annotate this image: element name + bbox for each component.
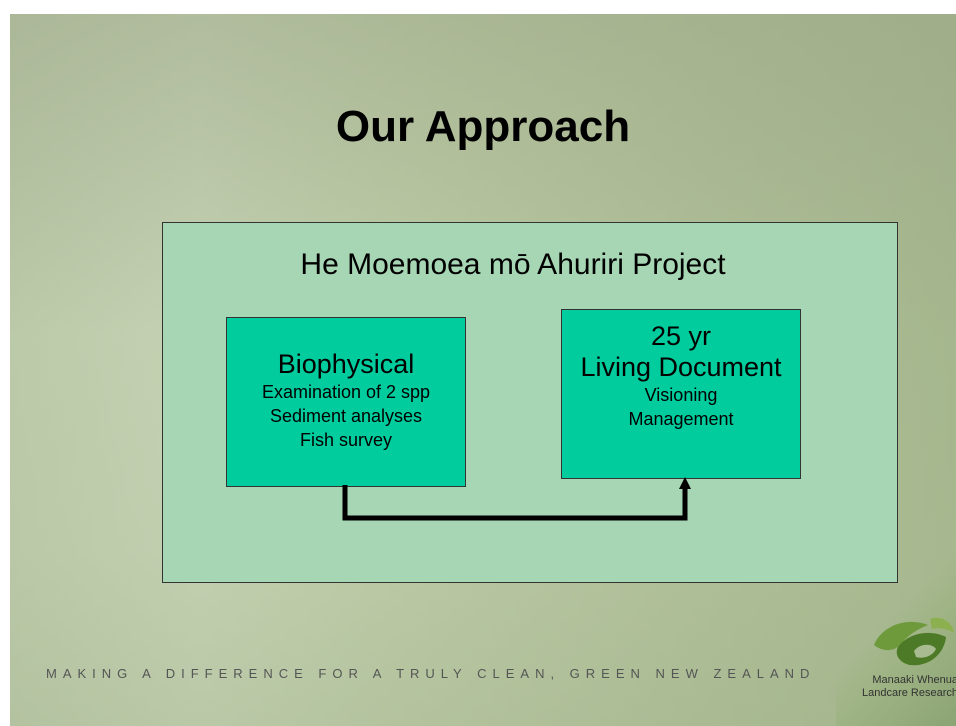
- project-title: He Moemoea mō Ahuriri Project: [300, 248, 726, 281]
- living-document-item: Visioning: [644, 385, 718, 405]
- living-document-heading-line1: 25 yr: [650, 321, 712, 351]
- project-box: He Moemoea mō Ahuriri Project Biophysica…: [162, 222, 898, 583]
- manaaki-whenua-logo-icon: [874, 617, 954, 666]
- living-document-heading-line2: Living Document: [580, 352, 782, 382]
- slide-title: Our Approach: [335, 102, 631, 151]
- logo-name-line2: Landcare Research: [861, 687, 956, 699]
- biophysical-item: Fish survey: [299, 430, 393, 450]
- biophysical-item: Examination of 2 spp: [261, 382, 431, 402]
- logo-name-line1: Manaaki Whenua: [872, 674, 956, 686]
- tagline: MAKING A DIFFERENCE FOR A TRULY CLEAN, G…: [46, 666, 816, 681]
- slide: Our Approach He Moemoea mō Ahuriri Proje…: [10, 14, 956, 726]
- living-document-box: 25 yr Living Document Visioning Manageme…: [561, 309, 801, 479]
- biophysical-heading: Biophysical: [277, 349, 415, 379]
- living-document-item: Management: [628, 409, 734, 429]
- logo-text: Manaaki Whenua Landcare Research: [848, 674, 956, 700]
- biophysical-box: Biophysical Examination of 2 spp Sedimen…: [226, 317, 466, 487]
- biophysical-item: Sediment analyses: [269, 406, 423, 426]
